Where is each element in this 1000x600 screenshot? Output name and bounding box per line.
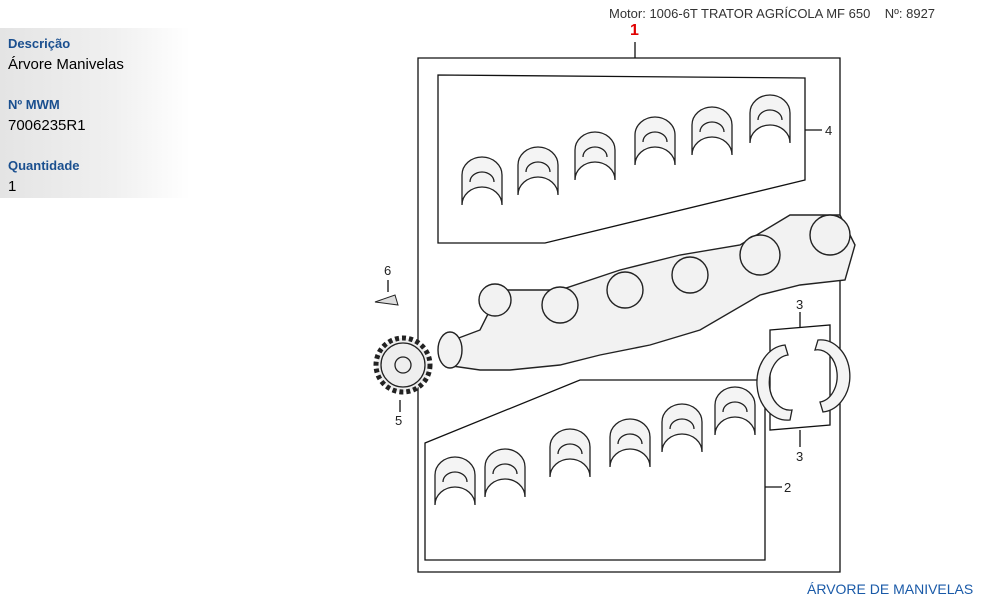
crankshaft-link[interactable]: ÁRVORE DE MANIVELAS [807,581,974,597]
bearing-shell [661,403,703,453]
bearing-shell [714,386,756,436]
assembly-frame [417,42,841,573]
callout-3-bottom[interactable]: 3 [796,449,804,464]
woodruff-key [374,294,399,306]
bearing-shell [484,448,526,498]
mwm-number-value: 7006235R1 [8,117,86,134]
bearing-shell [461,156,503,206]
bearing-shell [634,116,676,166]
part-info-panel: Descrição Árvore Manivelas Nº MWM 700623… [0,28,190,198]
thrust-washers [756,339,851,421]
callout-6[interactable]: 6 [384,263,392,278]
engine-header: Motor: 1006-6T TRATOR AGRÍCOLA MF 650 Nº… [609,6,936,21]
callout-4[interactable]: 4 [825,123,833,138]
lower-bearings-box [424,379,766,561]
description-label: Descrição [8,36,71,51]
bearing-shell [549,428,591,478]
bearing-shell [434,456,476,506]
bearing-shell [517,146,559,196]
callout-2[interactable]: 2 [784,480,792,495]
callout-1-link[interactable]: 1 [630,22,639,39]
callout-3-top[interactable]: 3 [796,297,804,312]
quantity-label: Quantidade [8,158,80,173]
bearing-shell [749,94,791,144]
bearing-shell [691,106,733,156]
mwm-number-label: Nº MWM [8,97,60,112]
callout-5[interactable]: 5 [395,413,403,428]
quantity-value: 1 [8,178,17,195]
description-value: Árvore Manivelas [8,56,124,73]
bearing-shell [609,418,651,468]
upper-bearings-box [437,74,806,244]
crankshaft-gear [373,335,433,395]
bearing-shell [574,131,616,181]
crankshaft [437,214,856,371]
